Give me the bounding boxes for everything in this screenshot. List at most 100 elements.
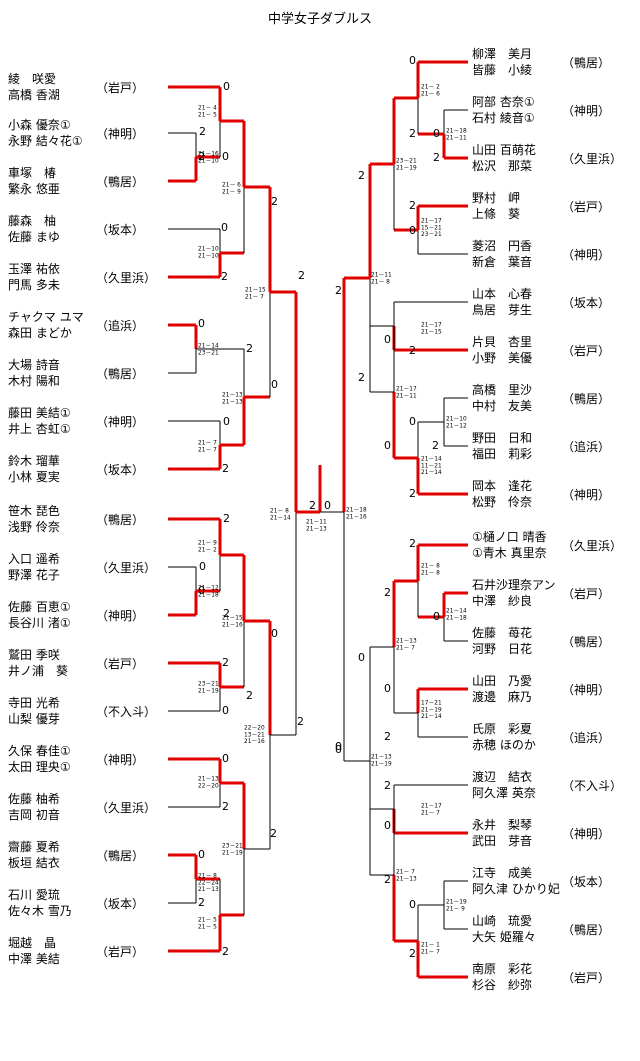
pair-entry: チャクマ ユマ森田 まどか: [8, 309, 84, 341]
pair-entry: 佐藤 苺花河野 日花: [472, 625, 532, 657]
player-name: 永野 結々花①: [8, 134, 83, 148]
player-name: 柳澤 美月: [472, 47, 533, 61]
club-name: （坂本）: [562, 875, 611, 889]
club-name: （久里浜）: [562, 539, 623, 553]
player-name: 繁永 悠亜: [8, 182, 60, 196]
player-name: 長谷川 渚①: [8, 616, 71, 630]
player-name: 野田 日和: [472, 431, 533, 445]
pair-entry: 南原 彩花杉谷 紗弥: [472, 961, 532, 993]
player-name: 鷲田 季咲: [8, 648, 60, 662]
score: 2: [433, 151, 440, 164]
score: 0: [198, 584, 205, 597]
club-name: （岩戸）: [96, 945, 145, 959]
player-name: 阿久津 ひかり妃: [472, 882, 560, 896]
score: 0: [223, 415, 230, 428]
club-name: （岩戸）: [562, 971, 611, 985]
player-name: 車塚 椿: [8, 166, 57, 180]
pair-entry: 片貝 杏里小野 美優: [472, 334, 532, 366]
pair-entry: 玉澤 祐依門馬 多未: [8, 261, 60, 293]
player-name: 佐々木 雪乃: [8, 904, 72, 918]
score: 0: [198, 317, 205, 330]
player-name: 山梨 優芽: [8, 712, 60, 726]
score: 2: [384, 730, 391, 743]
score: 0: [221, 221, 228, 234]
player-name: 板垣 結衣: [8, 856, 60, 870]
player-name: 渡邊 麻乃: [472, 690, 533, 704]
player-name: 山田 乃愛: [472, 674, 533, 688]
score: 0: [409, 54, 416, 67]
pair-entry: 佐藤 柚希吉岡 初音: [8, 791, 60, 823]
player-name: 野村 岬: [472, 191, 521, 205]
player-name: 阿部 杏奈①: [472, 95, 535, 109]
player-name: 阿久澤 英奈: [472, 786, 536, 800]
pair-entry: 山本 心春鳥居 芽生: [472, 286, 532, 318]
player-name: 大矢 姫羅々: [472, 930, 536, 944]
score: 0: [222, 704, 229, 717]
score: 0: [222, 752, 229, 765]
player-name: 高橋 香湖: [8, 88, 60, 102]
club-name: （久里浜）: [96, 271, 157, 285]
player-name: 新倉 葉音: [472, 255, 533, 269]
club-name: （神明）: [562, 488, 611, 502]
score: 0: [384, 333, 391, 346]
player-name: 入口 遥希: [8, 552, 60, 566]
score: 2: [223, 512, 230, 525]
pair-entry: 石井沙理奈アン中澤 紗良: [472, 577, 556, 609]
score: 0: [222, 150, 229, 163]
score: 2: [409, 487, 416, 500]
player-name: 藤森 柚: [8, 214, 57, 228]
score: 2: [199, 125, 206, 138]
pair-entry: 氏原 彩夏赤穂 ほのか: [472, 721, 536, 753]
player-name: 中澤 紗良: [472, 594, 533, 608]
club-name: （追浜）: [562, 731, 611, 745]
pair-entry: 鷲田 季咲井ノ浦 葵: [8, 647, 68, 679]
score: 0: [409, 224, 416, 237]
player-name: 笹木 琵色: [8, 504, 60, 518]
score: 0: [433, 610, 440, 623]
player-name: 吉岡 初音: [8, 808, 60, 822]
player-name: 石川 愛琉: [8, 888, 60, 902]
score: 2: [198, 896, 205, 909]
score: 2: [409, 344, 416, 357]
score: 0: [433, 127, 440, 140]
player-name: ①樋ノ口 晴香: [472, 530, 547, 544]
club-name: （神明）: [562, 248, 611, 262]
club-name: （久里浜）: [96, 801, 157, 815]
pair-entry: 高橋 里沙中村 友美: [472, 382, 532, 414]
score: 2: [409, 537, 416, 550]
player-name: 河野 日花: [472, 642, 533, 656]
club-name: （鴨居）: [96, 367, 145, 381]
player-name: 井上 杏虹①: [8, 422, 71, 436]
club-name: （岩戸）: [96, 657, 145, 671]
pair-entry: 山田 乃愛渡邊 麻乃: [472, 673, 532, 705]
club-name: （神明）: [562, 104, 611, 118]
club-name: （追浜）: [562, 440, 611, 454]
player-name: 佐藤 苺花: [472, 626, 533, 640]
club-name: （岩戸）: [96, 81, 145, 95]
club-name: （久里浜）: [96, 561, 157, 575]
